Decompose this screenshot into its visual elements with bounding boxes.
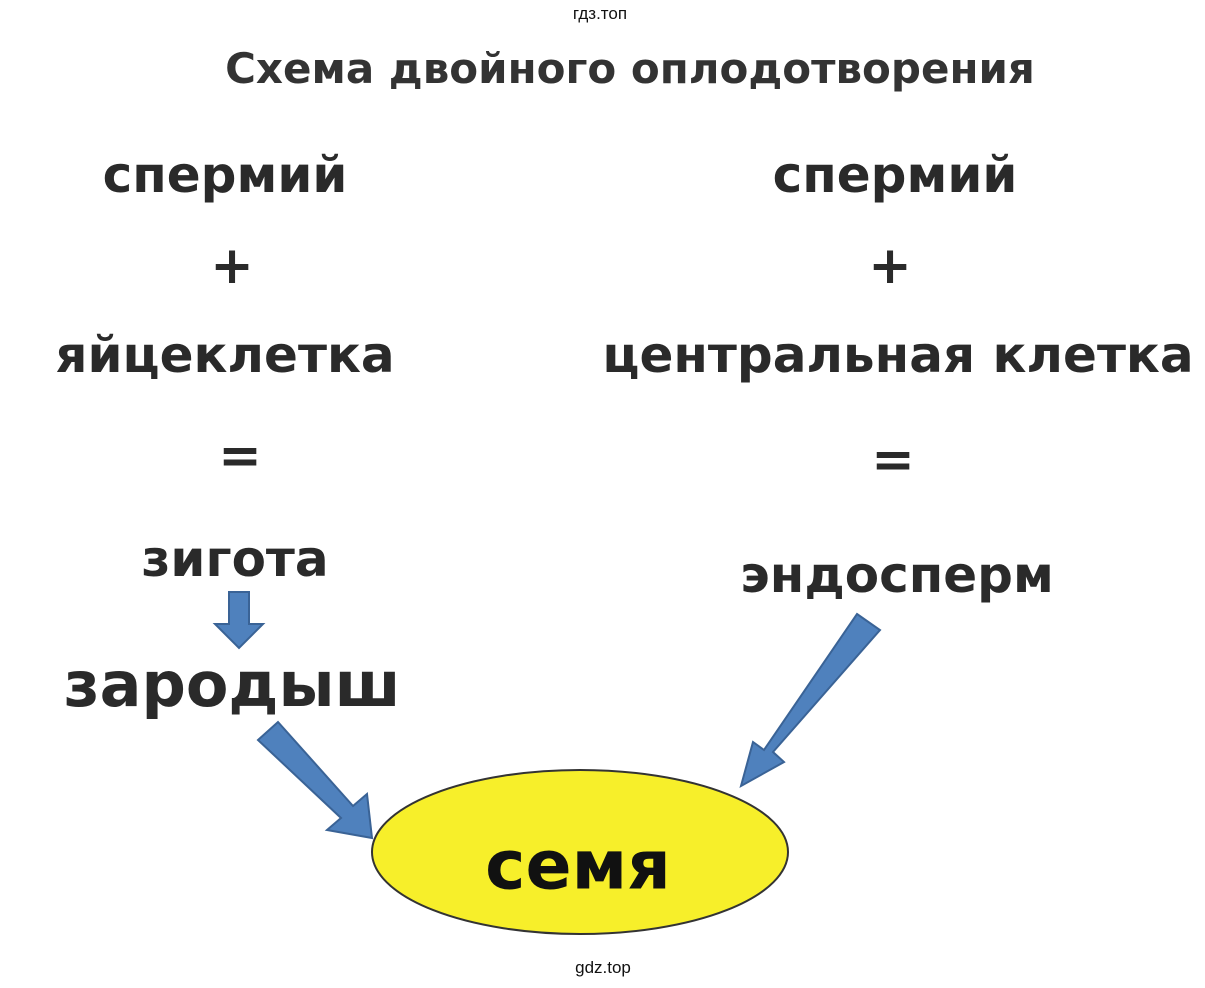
zygote-label: зигота [141, 530, 329, 588]
arrow-endosperm-to-seed [739, 612, 882, 789]
seed-label: семя [485, 826, 671, 906]
left-equals-sign: = [218, 426, 262, 486]
arrow-zygote-to-embryo [212, 591, 266, 650]
diagram-title: Схема двойного оплодотворения [225, 44, 1035, 93]
left-plus-sign: + [210, 236, 254, 296]
watermark-bottom: gdz.top [575, 958, 631, 977]
central-cell-label: центральная клетка [602, 326, 1194, 384]
endosperm-label: эндосперм [740, 546, 1054, 604]
seed-ellipse [371, 769, 789, 935]
right-equals-sign: = [871, 430, 915, 490]
right-sperm-label: спермий [772, 146, 1018, 204]
embryo-label: зародыш [63, 648, 401, 721]
arrow-embryo-to-seed [256, 720, 374, 840]
egg-cell-label: яйцеклетка [55, 326, 395, 384]
right-plus-sign: + [868, 236, 912, 296]
left-sperm-label: спермий [102, 146, 348, 204]
watermark-top: гдз.топ [572, 4, 628, 23]
